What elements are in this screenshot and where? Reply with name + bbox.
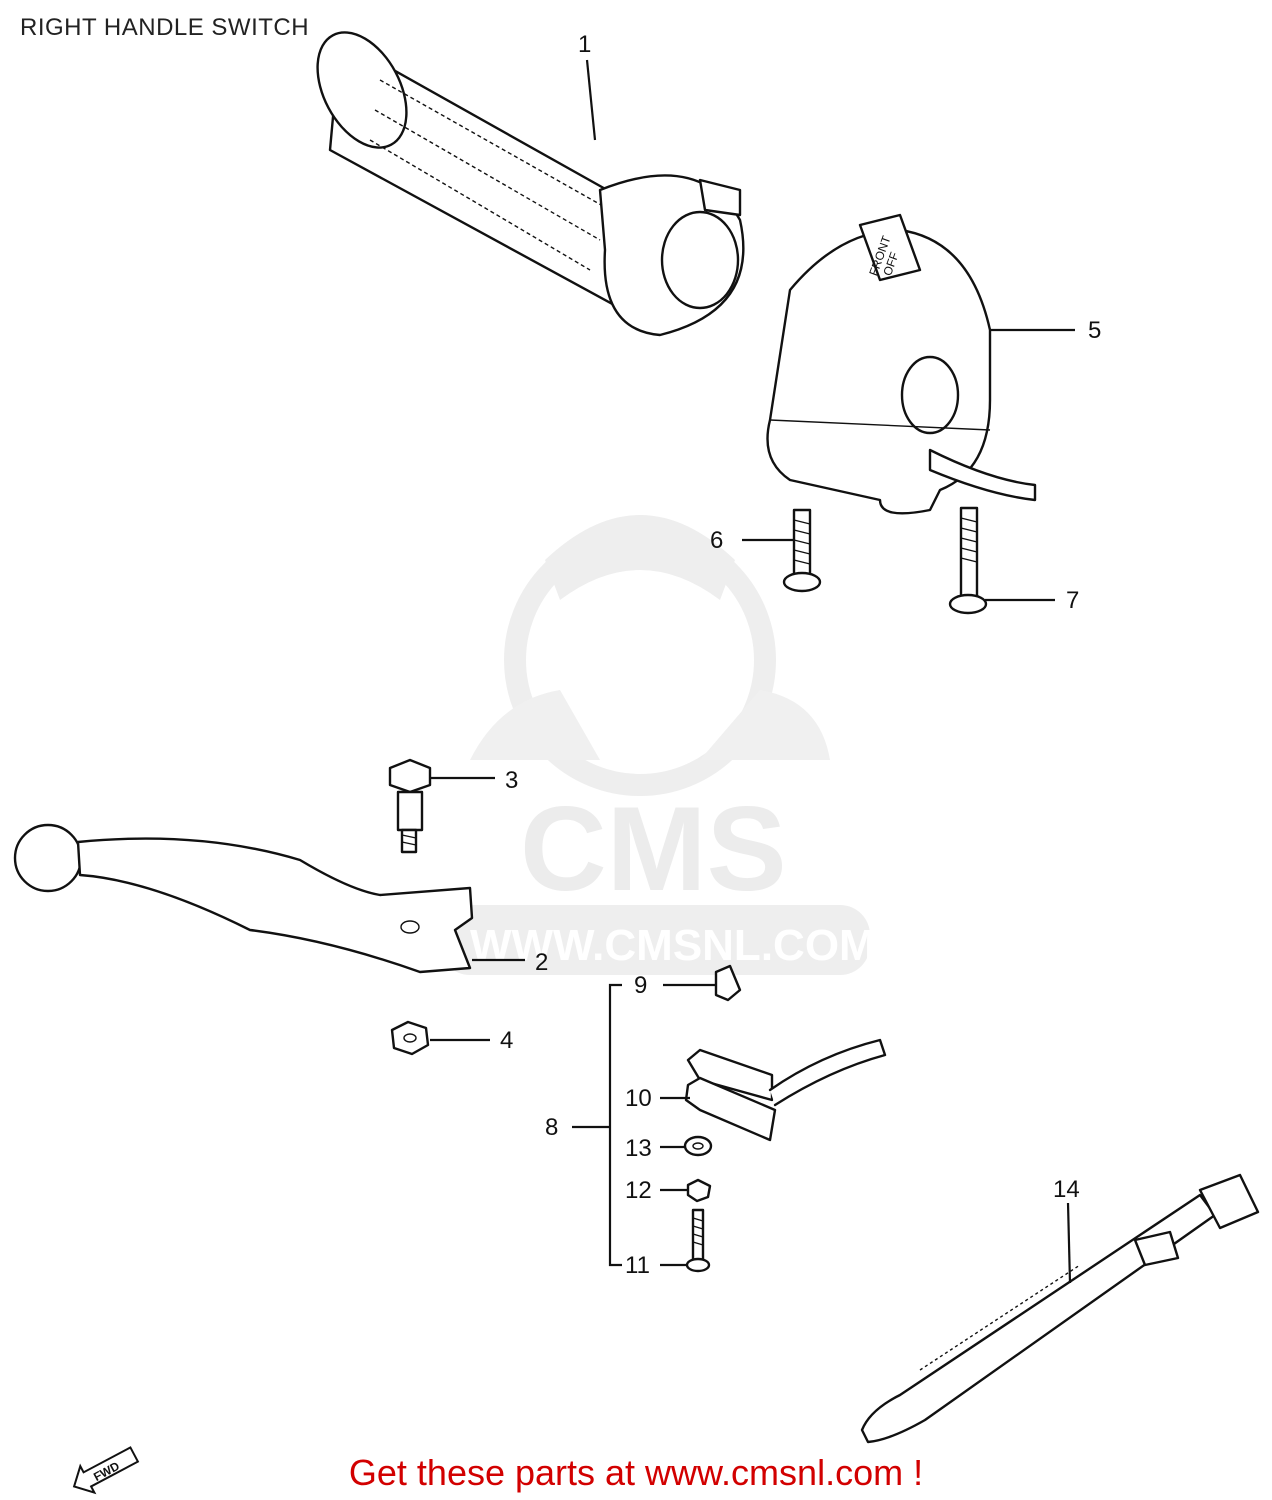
part-12-small-nut [686, 1178, 712, 1203]
part-4-nut [390, 1020, 430, 1056]
part-2-brake-lever [13, 823, 474, 974]
callout-6: 6 [710, 527, 723, 554]
callout-1: 1 [578, 31, 591, 58]
footer-cta: Get these parts at www.cmsnl.com ! [348, 1452, 924, 1493]
watermark-url: WWW.CMSNL.COM [470, 921, 876, 970]
callout-7: 7 [1066, 587, 1079, 614]
callout-4: 4 [500, 1027, 513, 1054]
part-13-washer [683, 1135, 713, 1157]
callout-14: 14 [1053, 1176, 1080, 1203]
fwd-arrow-icon: FWD [72, 1446, 140, 1495]
part-14-cable-tie [860, 1173, 1260, 1444]
callout-3: 3 [505, 767, 518, 794]
callout-12: 12 [625, 1177, 652, 1204]
part-11-small-screw [685, 1208, 711, 1273]
part-10-stop-switch [684, 1038, 887, 1142]
part-7-long-screw [948, 506, 988, 615]
part-9-switch-plunger [714, 964, 742, 1002]
callout-2: 2 [535, 949, 548, 976]
watermark-brand: CMS [520, 782, 787, 916]
callout-8: 8 [545, 1114, 558, 1141]
part-3-pivot-bolt [388, 758, 432, 854]
part-1-throttle-grip [316, 31, 745, 337]
cms-watermark: CMS WWW.CMSNL.COM [440, 515, 876, 975]
callout-10: 10 [625, 1085, 652, 1112]
callout-5: 5 [1088, 317, 1101, 344]
callout-11: 11 [625, 1252, 650, 1279]
part-5-switch-housing: FRONT OFF [766, 213, 1037, 515]
leader-lines [430, 59, 1075, 1284]
callout-9: 9 [634, 972, 647, 999]
part-6-screw [782, 508, 822, 593]
page-title: RIGHT HANDLE SWITCH [20, 14, 310, 41]
callout-labels: 1 2 3 4 5 6 7 8 9 10 11 12 13 14 [500, 31, 1101, 1279]
callout-13: 13 [625, 1135, 652, 1162]
